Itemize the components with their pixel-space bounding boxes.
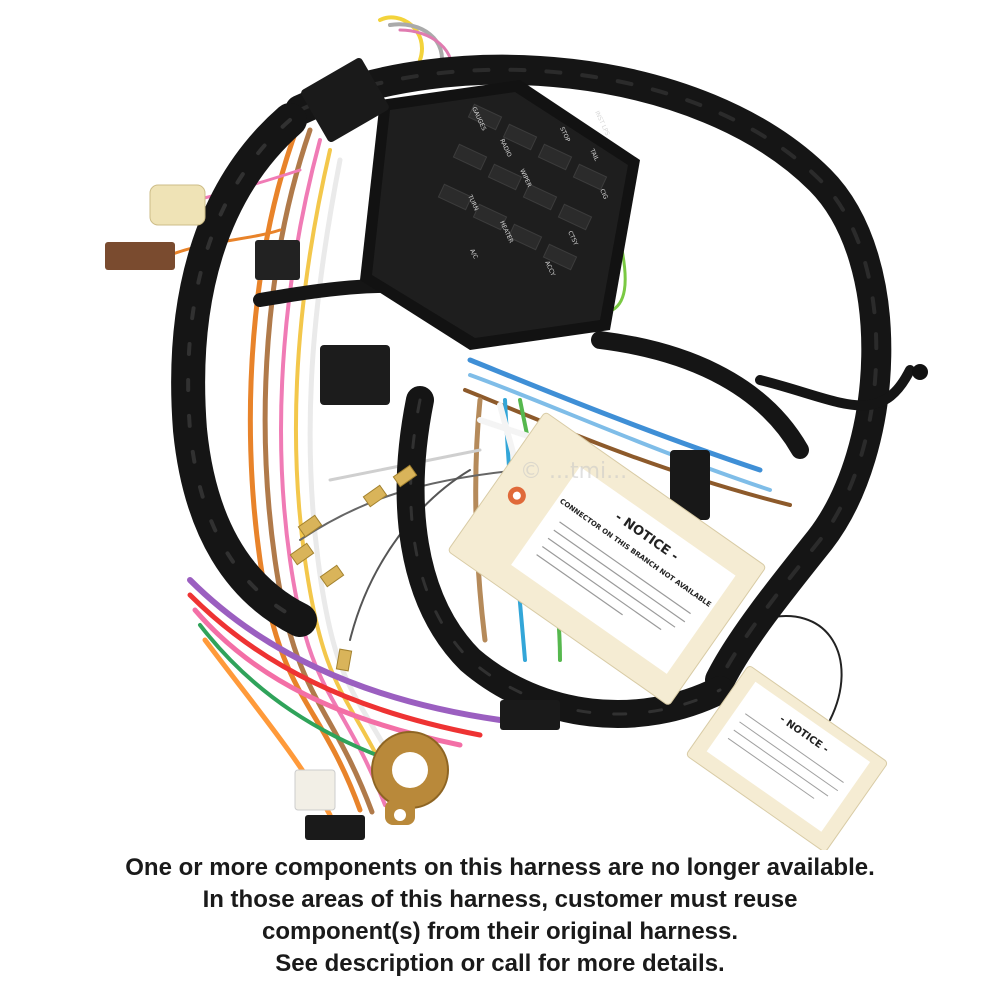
brass-bracket: [371, 731, 449, 825]
connector-right: [670, 450, 710, 520]
taped-harness-loop: [171, 54, 915, 728]
brown-plug: [105, 242, 175, 270]
connector-bottom: [500, 700, 560, 730]
watermark: © ...tmi...: [520, 459, 627, 484]
caption-line-4: See description or call for more details…: [275, 950, 725, 977]
availability-caption: One or more components on this harness a…: [0, 852, 1000, 980]
colored-wires: [168, 15, 843, 818]
wiring-harness-photo: GAUGES WIPER RADIO TURN HEATER STOP TAIL…: [105, 15, 928, 850]
fuse-label: A/C: [468, 248, 479, 260]
notice-tag-secondary: - NOTICE -: [686, 666, 888, 850]
connector-left: [255, 240, 300, 280]
fuse-block: GAUGES WIPER RADIO TURN HEATER STOP TAIL…: [360, 80, 640, 350]
spade-terminals: [289, 464, 418, 672]
notice-tag-main: - NOTICE - CONNECTOR ON THIS BRANCH NOT …: [448, 412, 766, 705]
connector-center: [320, 345, 390, 405]
caption-line-1: One or more components on this harness a…: [125, 854, 875, 881]
switch-knob: [912, 364, 928, 380]
connector-top: [301, 57, 389, 143]
bulb-socket: [149, 184, 206, 226]
caption-line-3: component(s) from their original harness…: [261, 918, 739, 945]
connector-bottom-left: [305, 815, 365, 840]
white-connector: [294, 769, 336, 811]
caption-line-2: In those areas of this harness, customer…: [202, 886, 798, 913]
connectors: [105, 57, 928, 840]
fuse-label: CIG: [598, 188, 609, 201]
